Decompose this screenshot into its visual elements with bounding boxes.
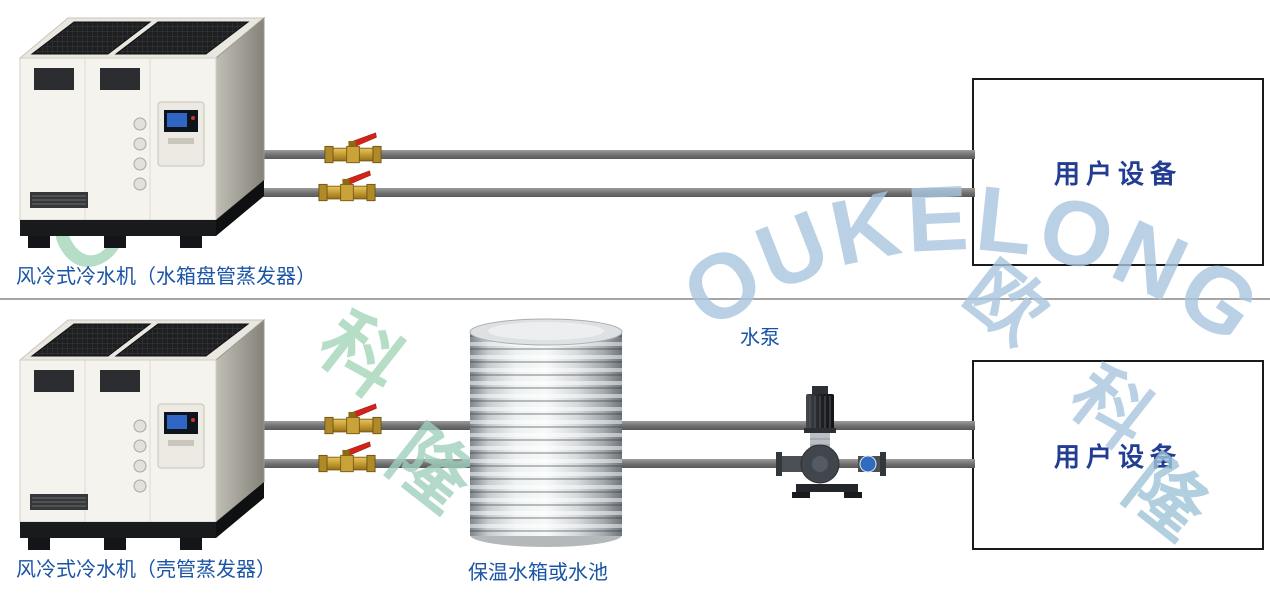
ball-valve-top-supply xyxy=(324,132,382,164)
chiller-fan-grille xyxy=(114,323,250,357)
chiller-base xyxy=(20,220,216,236)
pump-label: 水泵 xyxy=(740,327,780,349)
air-cooled-chiller-top xyxy=(18,16,266,248)
chiller-vent xyxy=(100,370,140,392)
chiller-fan-grille xyxy=(114,21,250,55)
pump-base xyxy=(796,484,858,492)
chiller-fan-grille xyxy=(30,21,152,55)
chiller-vent xyxy=(34,370,74,392)
ball-valve-top-return xyxy=(318,170,376,202)
pump-inlet xyxy=(780,456,802,472)
watermark-char-ke-green: 科 xyxy=(303,296,419,414)
pump-brand-badge xyxy=(859,455,877,473)
pump-motor-cap xyxy=(812,386,828,395)
user-equipment-label-bottom: 用户设备 xyxy=(1053,441,1182,472)
tank-label: 保温水箱或水池 xyxy=(468,562,608,584)
ball-valve-bottom-return xyxy=(318,441,376,473)
chiller-label-bottom: 风冷式冷水机（壳管蒸发器） xyxy=(16,559,276,581)
chiller-vent xyxy=(100,68,140,90)
user-equipment-box-top: 用户设备 xyxy=(972,78,1264,266)
chiller-fan-grille xyxy=(30,323,152,357)
chiller-label-top: 风冷式冷水机（水箱盘管蒸发器） xyxy=(16,266,316,288)
water-pump xyxy=(776,386,886,498)
section-divider-line xyxy=(0,298,1270,300)
pipe-top-return xyxy=(255,188,975,197)
chiller-base xyxy=(20,522,216,538)
user-equipment-label-top: 用户设备 xyxy=(1053,158,1182,189)
ball-valve-bottom-supply xyxy=(324,403,382,435)
insulated-water-tank xyxy=(469,318,623,547)
air-cooled-chiller-bottom xyxy=(18,318,266,550)
user-equipment-box-bottom: 用户设备 xyxy=(972,360,1264,550)
pipe-top-supply xyxy=(255,150,975,159)
chiller-vent xyxy=(34,68,74,90)
